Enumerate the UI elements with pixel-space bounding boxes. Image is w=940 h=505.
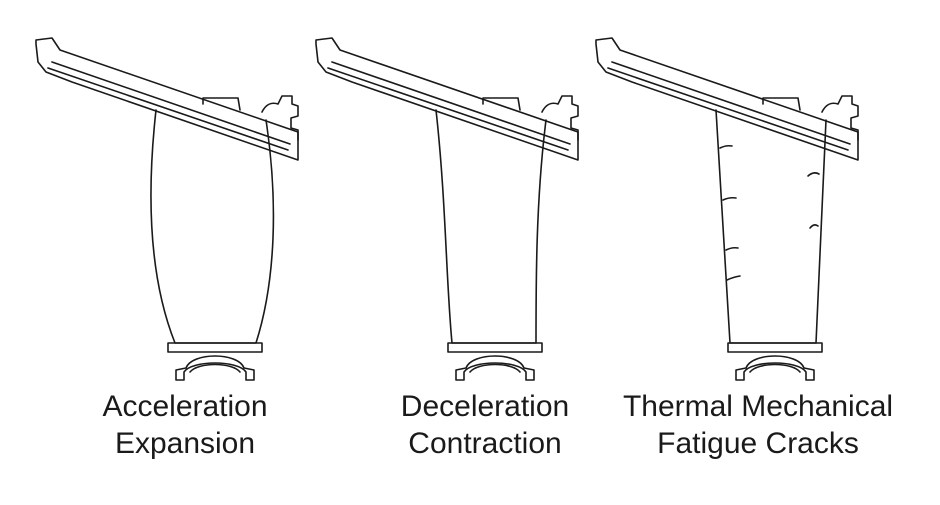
blade-acceleration-expansion [35,37,299,381]
shroud-inner-line [611,61,851,145]
blade-thermal-mechanical-fatigue-cracks [595,37,859,381]
crack-line [719,144,733,149]
shroud-inner-line [607,67,849,151]
crack-line [809,224,819,229]
tip-arch-inner-line [189,363,241,373]
lower-platform-outline [727,342,823,353]
tip-arch-outline [455,355,535,381]
blade-deceleration-contraction [315,37,579,381]
tip-arch-inner-line [469,363,521,373]
shroud-outline [595,37,859,161]
root-block-outline [762,97,801,111]
shroud-inner-line [327,67,569,151]
crack-line [725,246,739,251]
caption-deceleration-contraction: Deceleration Contraction [370,388,600,462]
tip-arch-outline [735,355,815,381]
caption-line: Deceleration [400,390,570,423]
tip-arch-outline [175,355,255,381]
crack-line [807,172,820,177]
tip-arch-inner-line [749,363,801,373]
caption-line: Contraction [408,427,562,460]
shroud-outline [315,37,579,161]
root-fir-tree-outline [261,95,299,141]
crack-line [726,275,741,281]
caption-thermal-mechanical-fatigue-cracks: Thermal Mechanical Fatigue Cracks [598,388,918,462]
shroud-inner-line [47,67,289,151]
shroud-inner-line [331,61,571,145]
caption-line: Fatigue Cracks [657,427,859,460]
caption-line: Acceleration [102,390,268,423]
shroud-outline [35,37,299,161]
root-block-outline [202,97,241,111]
caption-acceleration-expansion: Acceleration Expansion [85,388,285,462]
root-fir-tree-outline [541,95,579,141]
airfoil-outline [435,109,547,344]
lower-platform-outline [447,342,543,353]
root-block-outline [482,97,521,111]
crack-line [722,196,737,201]
lower-platform-outline [167,342,263,353]
airfoil-outline [715,109,827,344]
caption-line: Expansion [114,427,256,460]
caption-line: Thermal Mechanical [622,390,894,423]
shroud-inner-line [51,61,291,145]
root-fir-tree-outline [821,95,859,141]
